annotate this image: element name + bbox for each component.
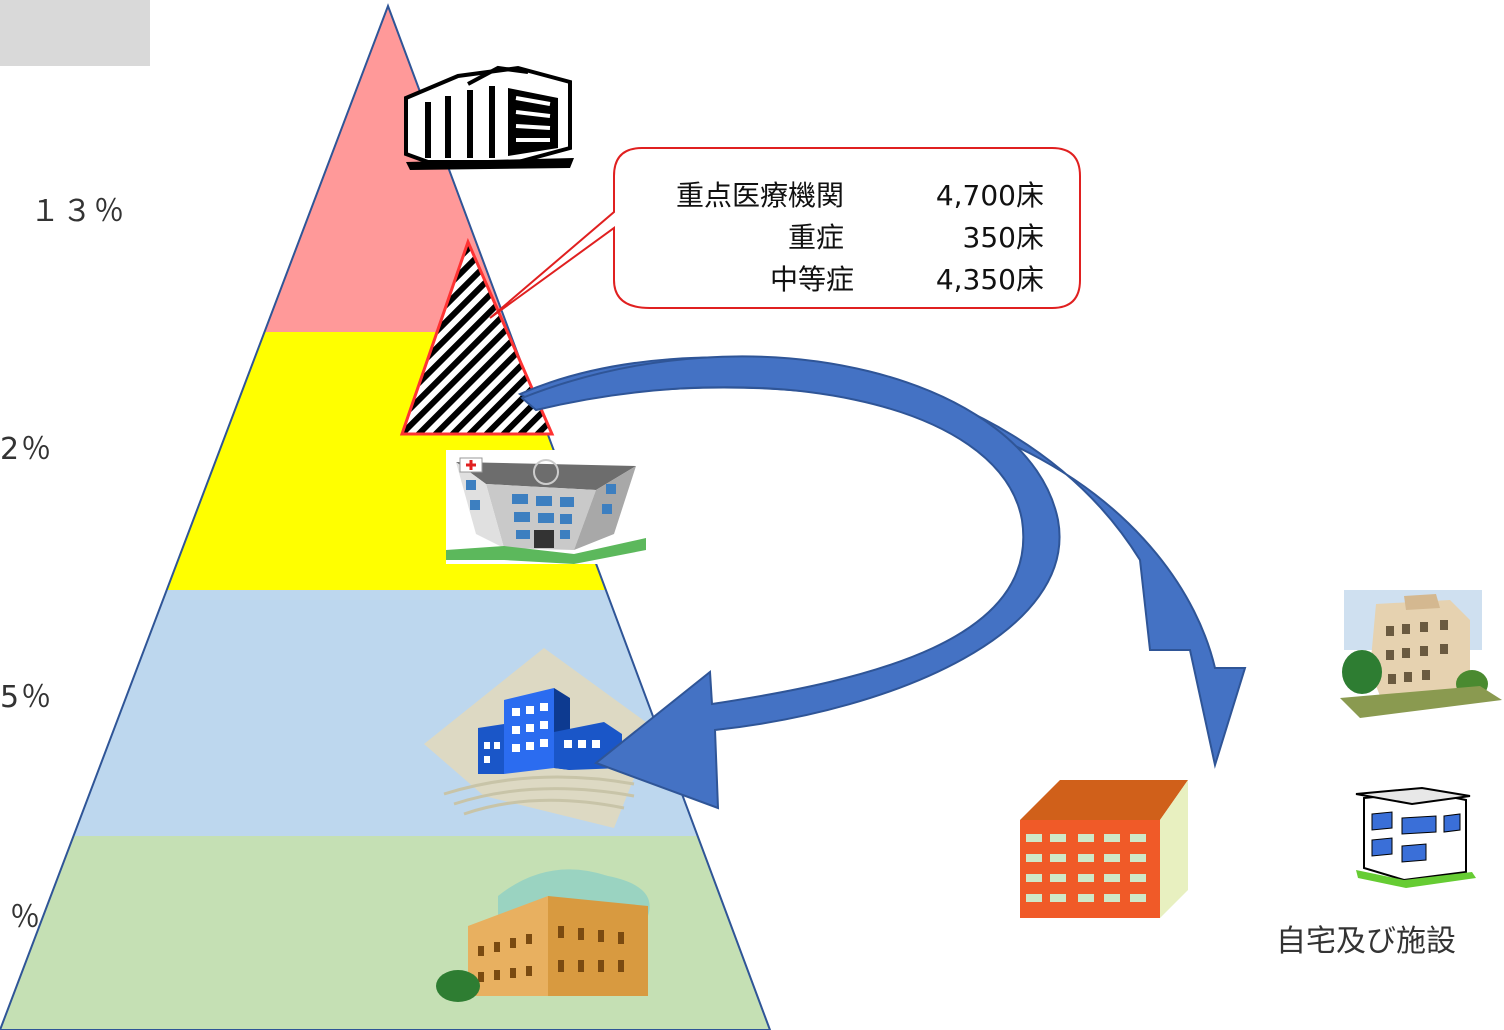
priority-hospital-hatched-triangle [399, 237, 555, 436]
callout-label-priority: 重点医療機関 [675, 179, 844, 212]
tier-third-percent-label: 5％ [0, 680, 54, 715]
transfer-arrow-to-hospital [520, 355, 1061, 810]
university-hospital-icon [404, 65, 574, 170]
callout-row-moderate: 中等症 4,350床 [612, 258, 1044, 298]
callout-box [489, 147, 1081, 319]
callout-value-moderate: 4,350床 [935, 263, 1044, 296]
callout-row-priority: 重点医療機関 4,700床 [612, 174, 1044, 214]
callout-value-severe: 350床 [962, 221, 1044, 254]
tier-top-percent-label: １３％ [30, 194, 126, 229]
callout-row-severe: 重症 350床 [612, 216, 1044, 256]
callout-label-moderate: 中等症 [769, 263, 854, 296]
tier-bottom-band [0, 836, 770, 1030]
tier-second-percent-label: 2％ [0, 432, 54, 467]
callout-label-severe: 重症 [787, 221, 844, 254]
orange-hotel-icon [1020, 780, 1188, 918]
home-and-facility-label: 自宅及び施設 [1276, 924, 1456, 959]
tier-bottom-percent-label: ％ [10, 900, 42, 935]
helipad-hospital-icon [446, 450, 646, 564]
house-icon [1355, 786, 1476, 888]
callout-value-priority: 4,700床 [935, 179, 1044, 212]
historic-building-icon [436, 869, 650, 1002]
apartment-building-icon [1340, 590, 1502, 720]
callout-text-block: 重点医療機関 4,700床 重症 350床 中等症 4,350床 [612, 150, 1078, 308]
header-grey-box [0, 0, 150, 66]
